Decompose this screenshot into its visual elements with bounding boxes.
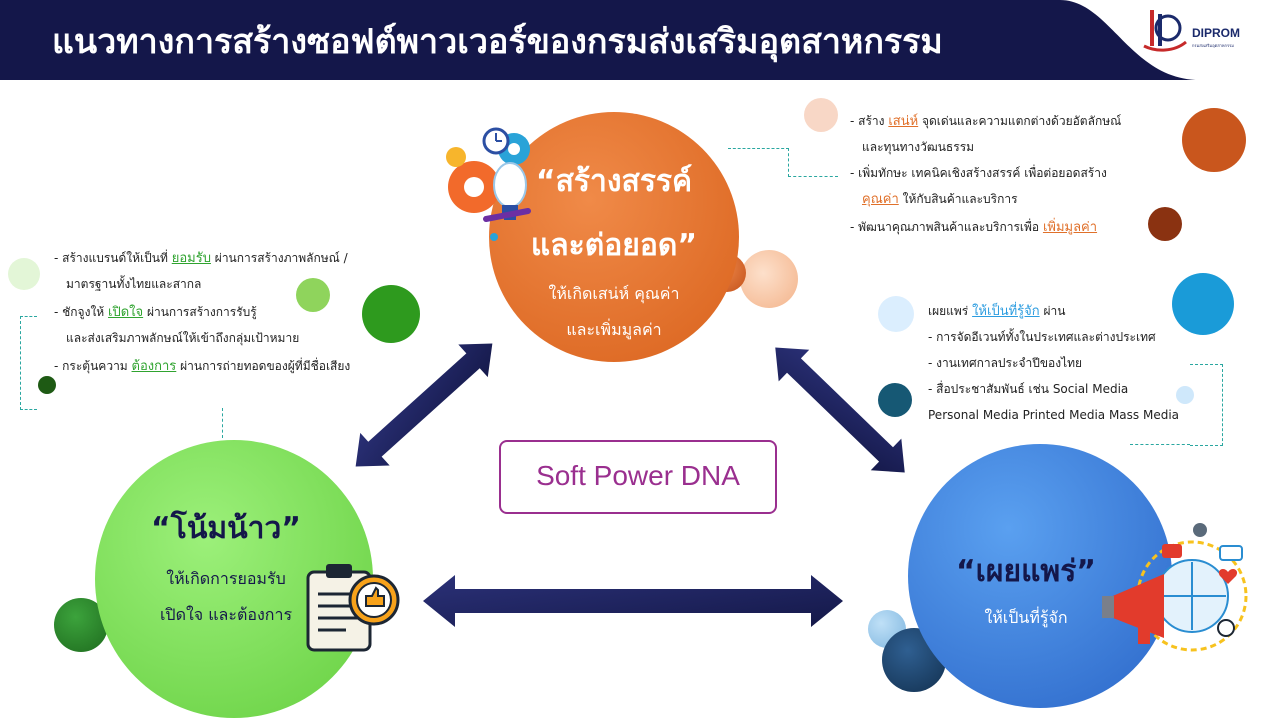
lead-title: “โน้มน้าว” [150,511,302,546]
deco-dot [38,376,56,394]
soft-power-dna-label: Soft Power DNA [536,460,740,491]
connector-line [1190,364,1223,446]
arrow-lead-spread [423,575,843,627]
keyword-charm: เสน่ห์ [888,114,919,129]
page-title: แนวทางการสร้างซอฟต์พาวเวอร์ของกรมส่งเสริ… [52,22,943,62]
create-subtitle-line1: ให้เกิดเสน่ห์ คุณค่า [548,284,680,303]
diprom-logo-icon [1143,10,1187,52]
lead-note-line4: และส่งเสริมภาพลักษณ์ให้เข้าถึงกลุ่มเป้าห… [66,331,300,345]
deco-dot [1182,108,1246,172]
circle-spread [908,444,1172,708]
create-subtitle-line2: และเพิ่มมูลค่า [566,320,662,339]
keyword-add-value: เพิ่มมูลค่า [1042,220,1098,235]
connector-line [788,176,838,177]
deco-dot [1176,386,1194,404]
lightbulb-gears-icon [446,127,531,241]
create-note-line4: คุณค่า ให้กับสินค้าและบริการ [862,192,1018,207]
deco-dot [362,285,420,343]
spread-note-line1: เผยแพร่ ให้เป็นที่รู้จัก ผ่าน [928,304,1066,319]
lead-subtitle-line1: ให้เกิดการยอมรับ [166,569,286,588]
spread-note-line4: - สื่อประชาสัมพันธ์ เช่น Social Media [928,382,1129,396]
spread-note-line5: Personal Media Printed Media Mass Media [928,408,1180,422]
deco-dot [878,296,914,332]
create-title-line1: “สร้างสรรค์ [535,164,693,199]
keyword-accept: ยอมรับ [171,251,211,266]
deco-dot [1148,207,1182,241]
lead-note-line5: - กระตุ้นความ ต้องการ ผ่านการถ่ายทอดของผ… [54,359,351,374]
create-note-line2: และทุนทางวัฒนธรรม [862,140,975,154]
deco-dot [296,278,330,312]
keyword-desire: ต้องการ [131,359,177,374]
circle-create [489,112,739,362]
deco-dot [8,258,40,290]
lead-subtitle-line2: เปิดใจ และต้องการ [159,605,293,624]
keyword-value: คุณค่า [862,192,899,207]
deco-dot [740,250,798,308]
soft-power-dna-box: Soft Power DNA [499,440,777,514]
connector-line [20,316,37,410]
keyword-open-mind: เปิดใจ [108,305,144,320]
connector-line [1130,444,1190,445]
create-note-line1: - สร้าง เสน่ห์ จุดเด่นและความแตกต่างด้วย… [850,114,1122,129]
spread-subtitle: ให้เป็นที่รู้จัก [984,608,1068,627]
keyword-known: ให้เป็นที่รู้จัก [972,304,1040,319]
deco-dot [1172,273,1234,335]
clipboard-thumbsup-icon [306,564,400,652]
create-note-line3: - เพิ่มทักษะ เทคนิคเชิงสร้างสรรค์ เพื่อต… [850,166,1107,180]
megaphone-globe-icon [1102,523,1248,652]
header-bar [0,0,1280,80]
spread-note-line3: - งานเทศกาลประจำปีของไทย [928,356,1083,370]
logo-subtext: กรมส่งเสริมอุตสาหกรรม [1192,43,1234,48]
arrow-create-lead [355,343,493,467]
connector-line [36,408,223,438]
lead-note-line2: มาตรฐานทั้งไทยและสากล [66,277,202,291]
deco-dot [804,98,838,132]
create-note-line5: - พัฒนาคุณภาพสินค้าและบริการเพื่อ เพิ่มม… [850,220,1098,235]
deco-dot [878,383,912,417]
spread-title: “เผยแพร่” [955,554,1097,589]
connector-line [728,148,789,177]
lead-note-line3: - ชักจูงให้ เปิดใจ ผ่านการสร้างการรับรู้ [54,305,257,320]
logo-text: DIPROM [1192,26,1240,40]
arrow-create-spread [775,347,905,473]
spread-note-line2: - การจัดอีเวนท์ทั้งในประเทศและต่างประเทศ [928,330,1156,344]
create-title-line2: และต่อยอด” [530,228,698,263]
lead-note-line1: - สร้างแบรนด์ให้เป็นที่ ยอมรับ ผ่านการสร… [54,251,348,266]
